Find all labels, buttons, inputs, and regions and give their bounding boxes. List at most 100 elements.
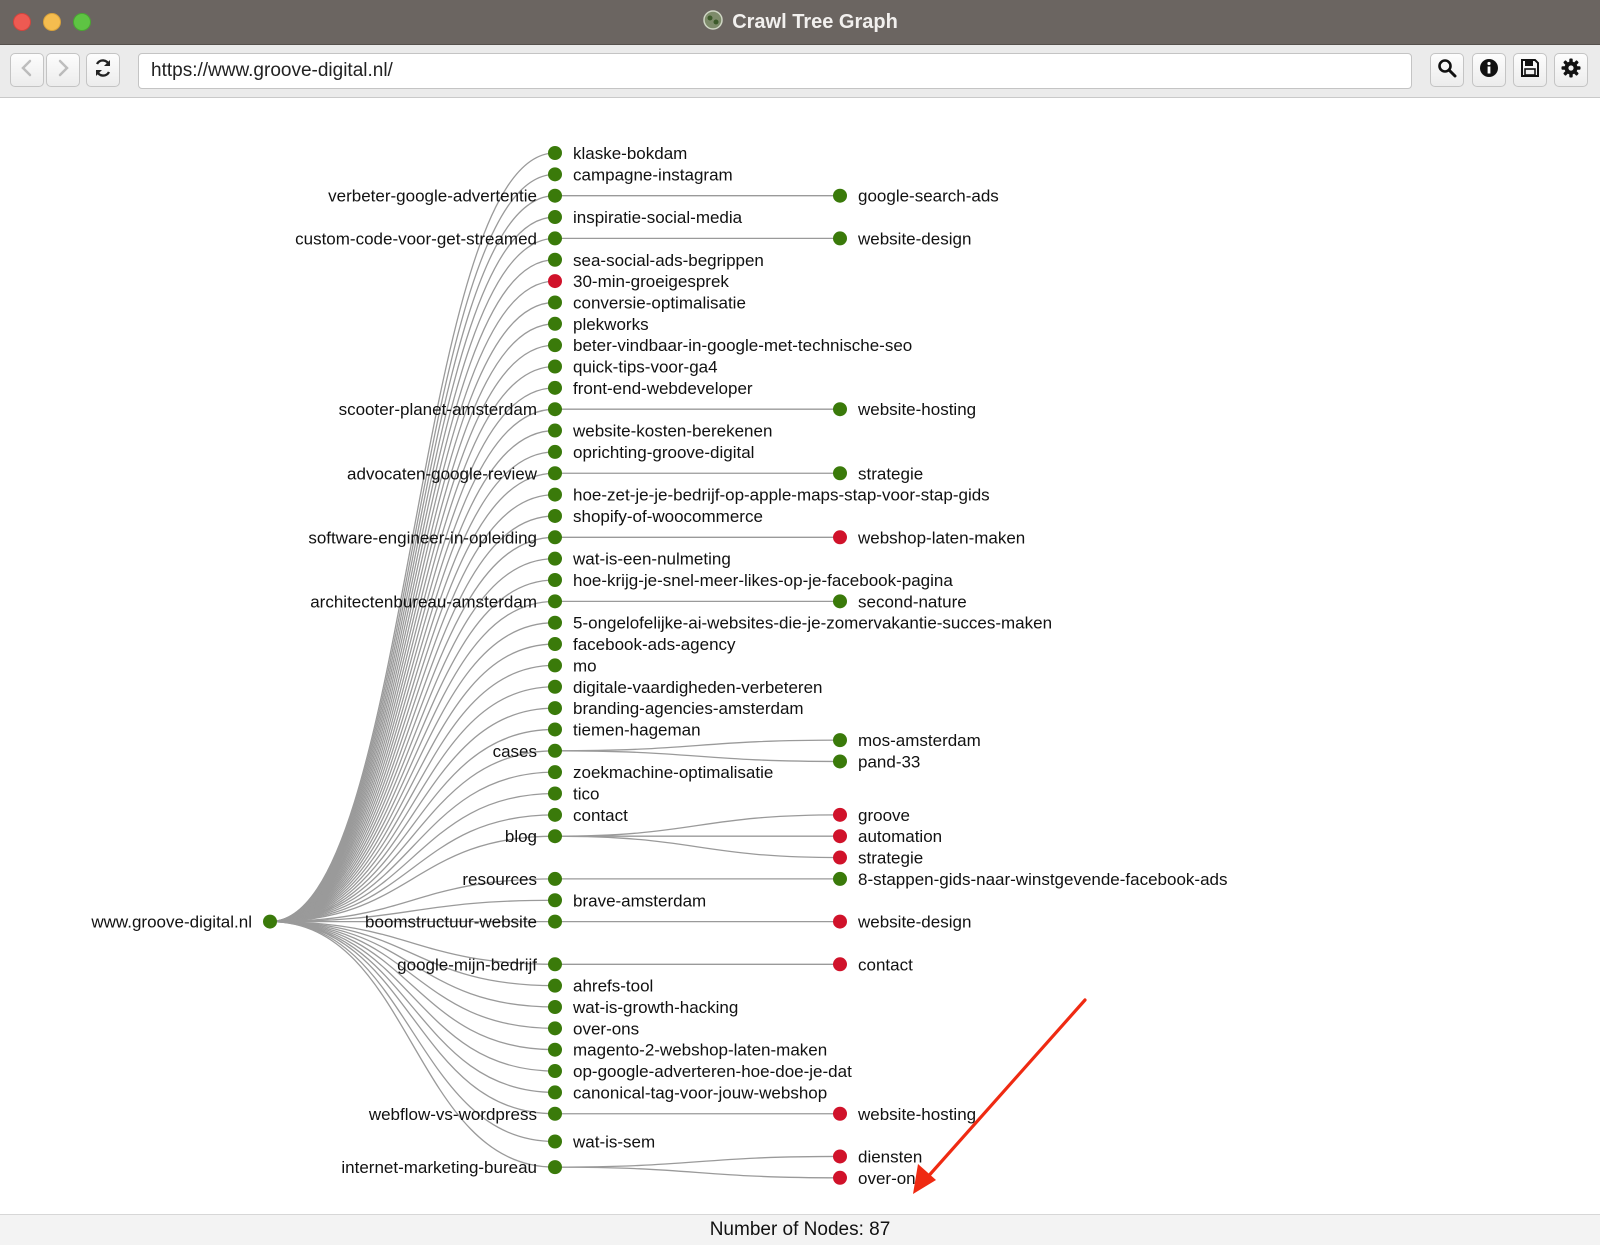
child-node[interactable] xyxy=(833,466,847,481)
page-node[interactable] xyxy=(548,573,562,587)
page-node[interactable] xyxy=(548,1000,562,1014)
page-node[interactable] xyxy=(548,1106,562,1121)
child-node[interactable] xyxy=(833,733,847,748)
page-node[interactable] xyxy=(548,423,562,438)
page-node-label: custom-code-voor-get-streamed xyxy=(295,229,537,248)
child-node[interactable] xyxy=(833,807,847,822)
page-node-label: op-google-adverteren-hoe-doe-je-dat xyxy=(573,1062,852,1081)
page-node[interactable] xyxy=(548,893,562,908)
page-node[interactable] xyxy=(548,188,562,203)
tree-link xyxy=(269,558,556,923)
child-node-label: webshop-laten-maken xyxy=(857,528,1025,547)
node-count-label: Number of Nodes: 87 xyxy=(709,1219,891,1240)
child-node[interactable] xyxy=(833,1106,847,1121)
page-node[interactable] xyxy=(548,743,562,758)
page-node[interactable] xyxy=(548,167,562,182)
page-node[interactable] xyxy=(548,231,562,246)
page-node[interactable] xyxy=(548,594,562,609)
child-node[interactable] xyxy=(833,914,847,929)
page-node[interactable] xyxy=(548,615,562,630)
save-button[interactable] xyxy=(1513,53,1547,87)
page-node[interactable] xyxy=(548,487,562,502)
page-node-label: hoe-zet-je-je-bedrijf-op-apple-maps-stap… xyxy=(573,486,990,505)
page-node[interactable] xyxy=(548,295,562,310)
root-node[interactable] xyxy=(263,914,277,929)
maximize-window-button[interactable] xyxy=(73,13,91,31)
page-node[interactable] xyxy=(548,978,562,993)
page-node[interactable] xyxy=(548,210,562,225)
page-node[interactable] xyxy=(548,679,562,694)
tree-link xyxy=(269,899,556,923)
page-node[interactable] xyxy=(548,637,562,652)
child-node[interactable] xyxy=(833,402,847,417)
page-node-label: magento-2-webshop-laten-maken xyxy=(573,1041,827,1060)
page-node[interactable] xyxy=(548,1021,562,1036)
refresh-icon xyxy=(93,58,113,83)
child-node[interactable] xyxy=(833,594,847,609)
back-button[interactable] xyxy=(10,53,44,87)
child-node-label: website-design xyxy=(857,229,971,248)
page-node[interactable] xyxy=(548,957,562,972)
page-node[interactable] xyxy=(548,146,562,160)
tree-link xyxy=(554,814,841,837)
child-node-label: over-ons xyxy=(858,1169,924,1188)
page-node[interactable] xyxy=(548,338,562,353)
page-node[interactable] xyxy=(548,1064,562,1079)
page-node[interactable] xyxy=(548,530,562,545)
page-node[interactable] xyxy=(548,466,562,481)
page-node[interactable] xyxy=(548,701,562,716)
refresh-button[interactable] xyxy=(86,53,120,87)
page-node[interactable] xyxy=(548,316,562,331)
page-node[interactable] xyxy=(548,274,562,289)
page-node[interactable] xyxy=(548,1085,562,1100)
child-node[interactable] xyxy=(833,1149,847,1164)
child-node[interactable] xyxy=(833,957,847,972)
crawl-tree-graph[interactable]: www.groove-digital.nlklaske-bokdamcampag… xyxy=(0,98,1600,1214)
child-node[interactable] xyxy=(833,871,847,886)
page-node[interactable] xyxy=(548,402,562,417)
child-node[interactable] xyxy=(833,850,847,865)
search-button[interactable] xyxy=(1430,53,1464,87)
page-node-label: branding-agencies-amsterdam xyxy=(573,699,804,718)
page-node[interactable] xyxy=(548,914,562,929)
tree-link xyxy=(269,515,556,923)
page-node[interactable] xyxy=(548,807,562,822)
close-window-button[interactable] xyxy=(13,13,31,31)
page-node[interactable] xyxy=(548,658,562,673)
page-node[interactable] xyxy=(548,444,562,459)
url-field[interactable]: https://www.groove-digital.nl/ xyxy=(138,53,1412,89)
child-node[interactable] xyxy=(833,530,847,545)
page-node[interactable] xyxy=(548,1160,562,1175)
page-node-label: wat-is-growth-hacking xyxy=(572,998,738,1017)
page-node[interactable] xyxy=(548,871,562,886)
page-node[interactable] xyxy=(548,252,562,267)
child-node[interactable] xyxy=(833,1170,847,1185)
page-node[interactable] xyxy=(548,722,562,737)
child-node[interactable] xyxy=(833,754,847,769)
page-node[interactable] xyxy=(548,359,562,374)
child-node[interactable] xyxy=(833,231,847,246)
tree-link xyxy=(269,536,556,923)
page-node[interactable] xyxy=(548,1042,562,1057)
settings-button[interactable] xyxy=(1554,53,1588,87)
page-node[interactable] xyxy=(548,380,562,395)
page-node[interactable] xyxy=(548,765,562,780)
child-node[interactable] xyxy=(833,829,847,844)
minimize-window-button[interactable] xyxy=(43,13,61,31)
child-node-label: second-nature xyxy=(858,592,967,611)
page-node[interactable] xyxy=(548,786,562,801)
page-node[interactable] xyxy=(548,551,562,566)
page-node[interactable] xyxy=(548,829,562,844)
forward-button[interactable] xyxy=(46,53,80,87)
tree-link xyxy=(269,344,556,923)
tree-link xyxy=(554,1166,841,1179)
tree-link xyxy=(269,920,556,1029)
child-node[interactable] xyxy=(833,188,847,203)
page-node[interactable] xyxy=(548,508,562,523)
tree-link xyxy=(269,750,556,923)
tree-link xyxy=(269,920,556,1168)
page-node[interactable] xyxy=(548,1134,562,1149)
info-button[interactable] xyxy=(1472,53,1506,87)
page-node-label: scooter-planet-amsterdam xyxy=(339,400,537,419)
